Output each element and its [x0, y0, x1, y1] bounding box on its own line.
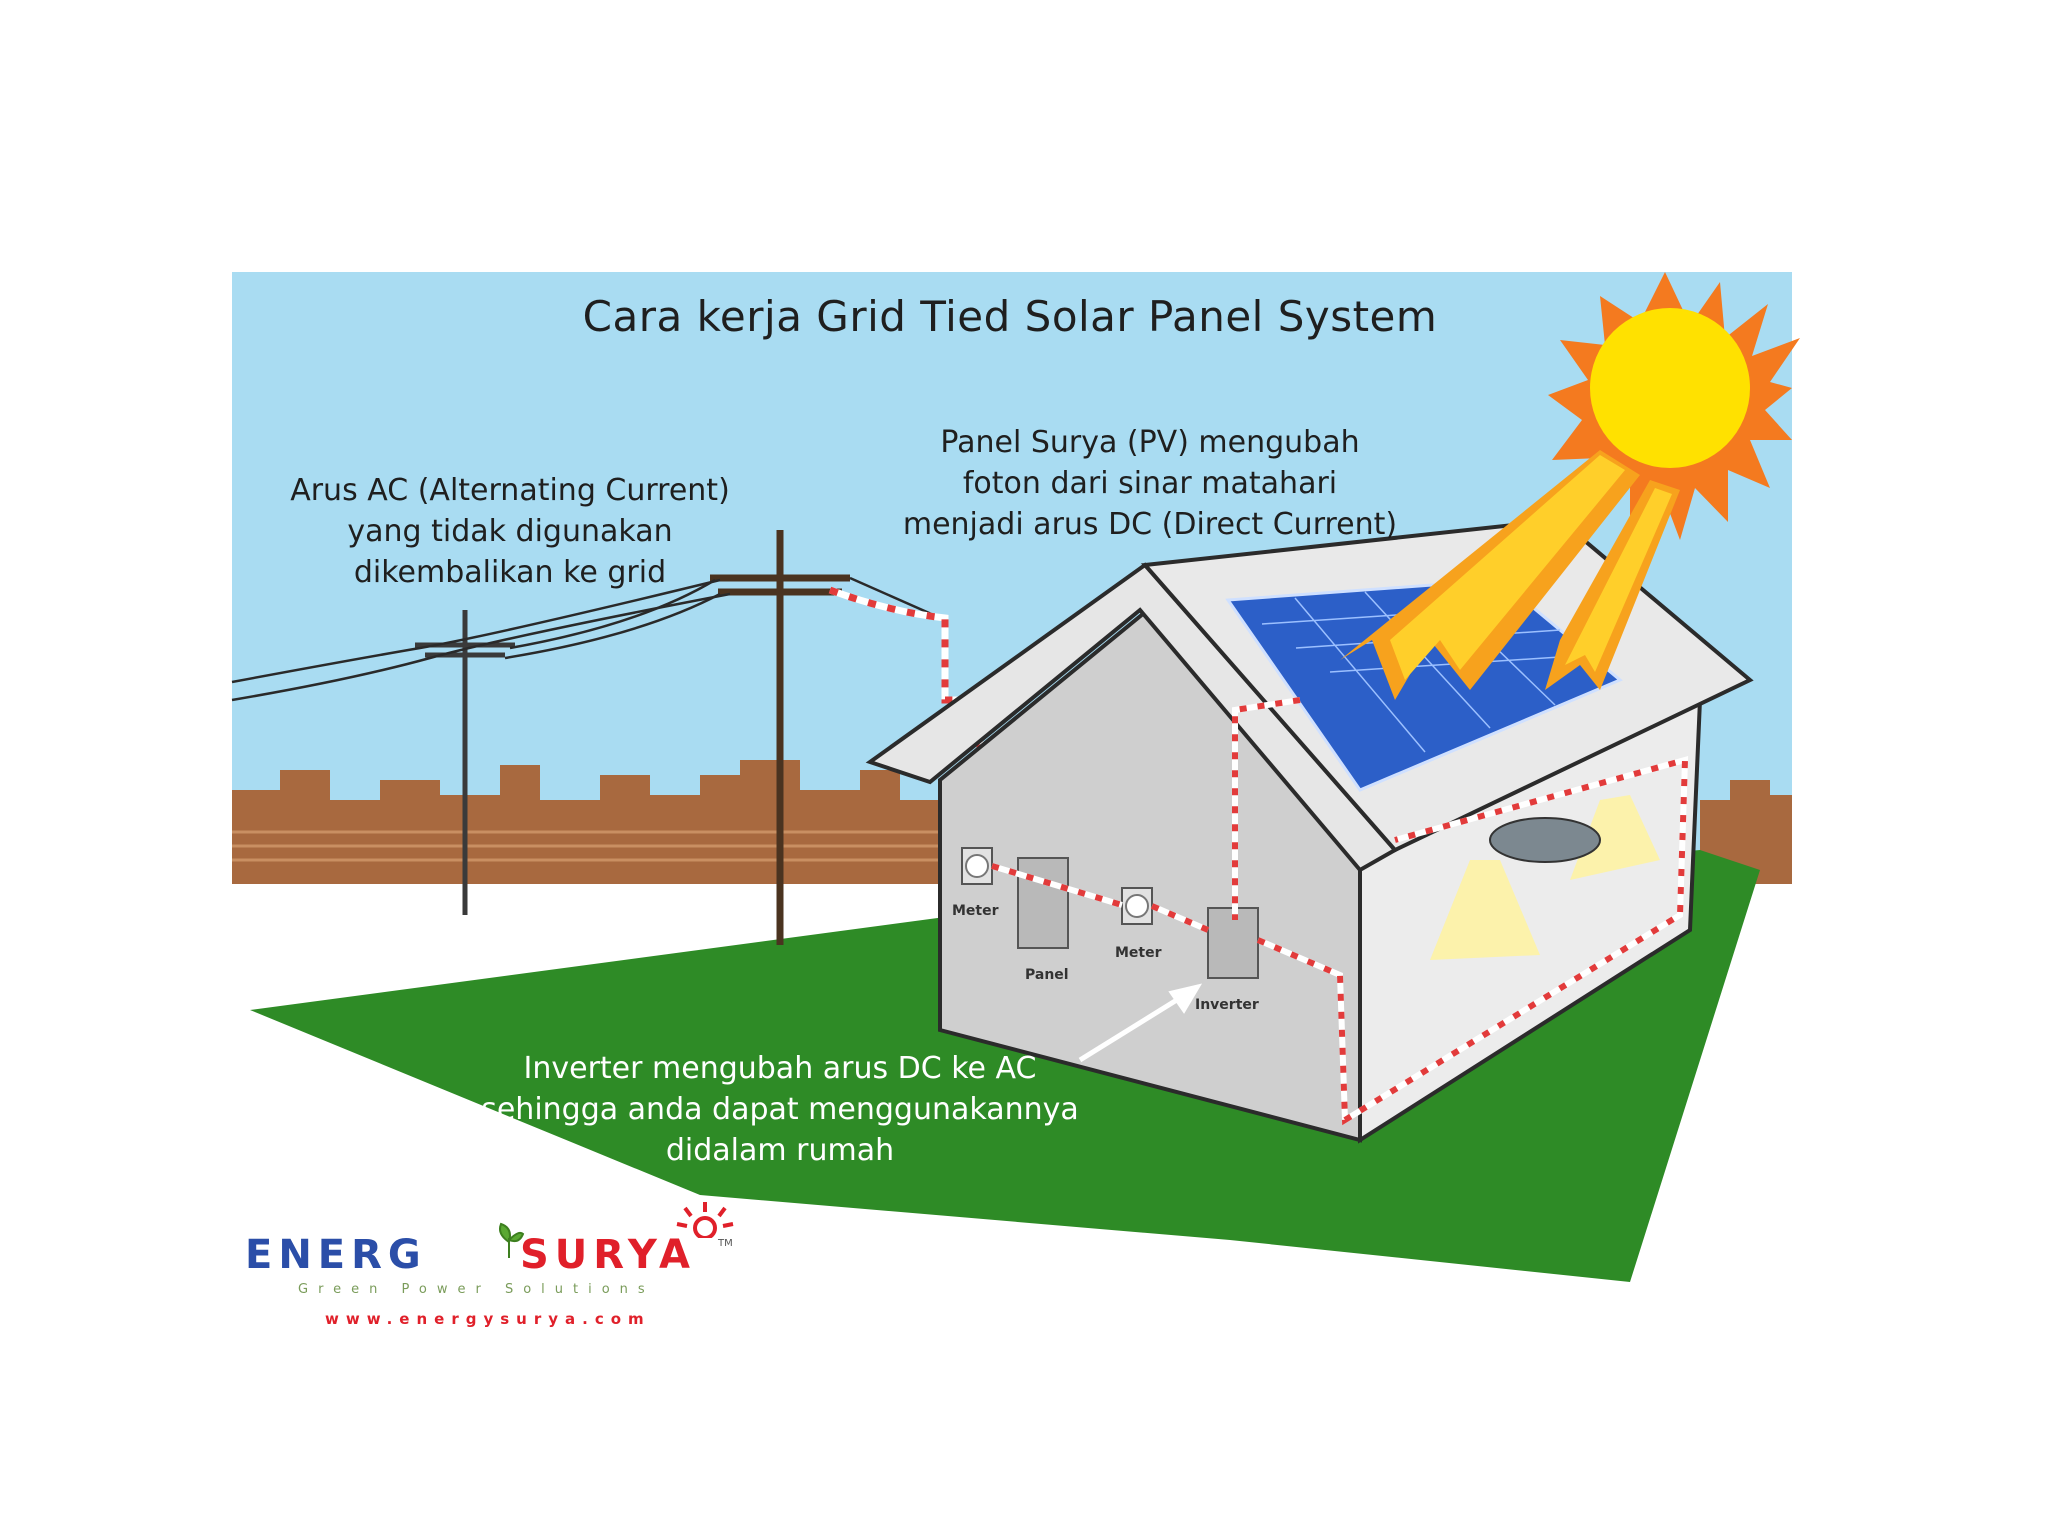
caption-pv-line-1: Panel Surya (PV) mengubah — [940, 425, 1360, 460]
utility-pole-2 — [710, 530, 850, 945]
caption-ac-grid: Arus AC (Alternating Current) yang tidak… — [260, 470, 760, 593]
house — [865, 517, 1754, 1144]
ac-return-wire-dashes — [828, 586, 984, 848]
label-meter-2: Meter — [1115, 945, 1162, 961]
caption-pv-line-3: menjadi arus DC (Direct Current) — [902, 507, 1398, 542]
sun-beam-1-inner — [1390, 455, 1625, 680]
road — [232, 884, 1000, 1000]
house-wiring — [991, 697, 1689, 1126]
logo-name-left: ENERG — [245, 1232, 427, 1278]
sun-beam-2-inner — [1565, 488, 1672, 672]
power-lines — [231, 576, 946, 702]
caption-ac-grid-line-2: yang tidak digunakan — [347, 514, 673, 549]
caption-inverter-line-3: didalam rumah — [665, 1133, 895, 1168]
ceiling-fan — [1489, 817, 1601, 863]
lamp-light-2 — [1570, 795, 1660, 880]
distribution-panel — [1017, 857, 1069, 949]
logo-tagline: Green Power Solutions — [298, 1282, 655, 1297]
sun-disc — [1590, 308, 1750, 468]
caption-pv-line-2: foton dari sinar matahari — [962, 466, 1338, 501]
label-inverter: Inverter — [1195, 997, 1259, 1013]
logo-name-right: SURYA — [520, 1232, 696, 1278]
caption-ac-grid-line-3: dikembalikan ke grid — [353, 555, 667, 590]
caption-inverter: Inverter mengubah arus DC ke AC sehingga… — [470, 1048, 1090, 1171]
label-panel: Panel — [1025, 967, 1069, 983]
skyline-bands — [232, 830, 940, 862]
caption-inverter-line-2: sehingga anda dapat menggunakannya — [481, 1092, 1079, 1127]
diagram-title: Cara kerja Grid Tied Solar Panel System — [582, 292, 1438, 341]
logo-url: www.energysurya.com — [325, 1310, 651, 1328]
meter-1-dial — [965, 854, 989, 878]
caption-inverter-line-1: Inverter mengubah arus DC ke AC — [523, 1051, 1037, 1086]
logo-leaf-icon — [499, 1222, 525, 1258]
caption-pv: Panel Surya (PV) mengubah foton dari sin… — [880, 422, 1420, 545]
meter-2-dial — [1125, 894, 1149, 918]
caption-ac-grid-line-1: Arus AC (Alternating Current) — [290, 473, 730, 508]
inverter-arrow — [1078, 983, 1203, 1063]
label-meter-1: Meter — [952, 903, 999, 919]
lamp-light-1 — [1430, 860, 1540, 960]
logo-sun-icon — [676, 1202, 734, 1238]
logo-tm: TM — [718, 1238, 733, 1249]
city-ground — [232, 820, 952, 884]
